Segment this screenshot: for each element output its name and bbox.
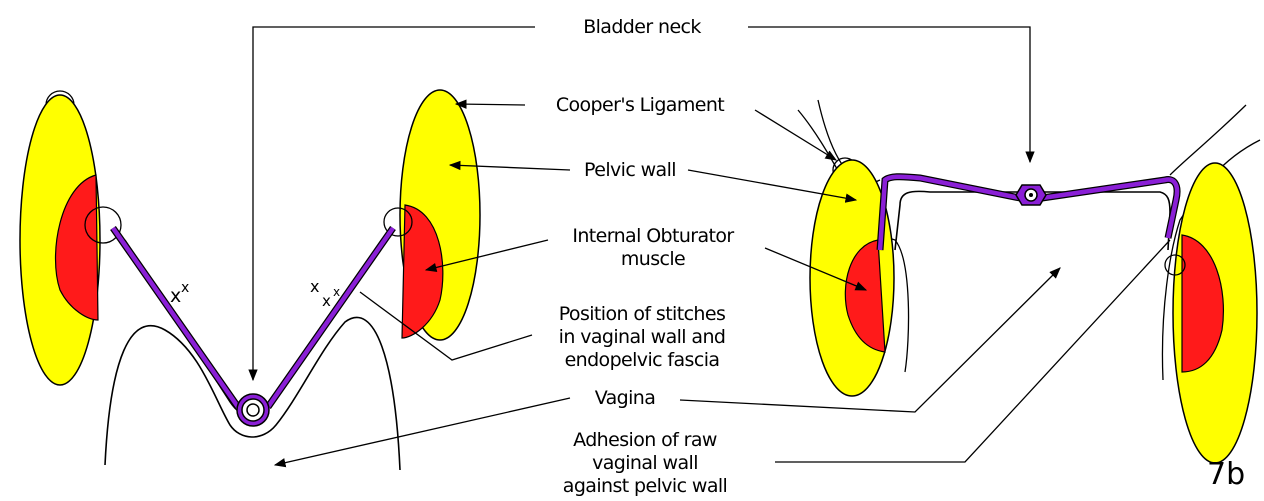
label-obturator-line2: muscle bbox=[621, 248, 685, 270]
label-stitches-line1: Position of stitches bbox=[559, 303, 726, 325]
label-coopers-ligament: Cooper's Ligament bbox=[556, 94, 724, 116]
leader-bladder-neck-right bbox=[748, 27, 1030, 162]
leader-bladder-neck-left bbox=[253, 27, 535, 380]
figure-id: 7b bbox=[1207, 457, 1245, 492]
left-vaginal-wall-inner bbox=[125, 240, 385, 416]
stitch-mark-3: x bbox=[310, 277, 319, 296]
stitch-mark-4: x bbox=[322, 292, 331, 310]
label-obturator-line1: Internal Obturator bbox=[572, 225, 734, 247]
right-bladder-neck-center bbox=[1029, 193, 1033, 197]
label-bladder-neck: Bladder neck bbox=[583, 16, 701, 38]
label-pelvic-wall: Pelvic wall bbox=[584, 159, 676, 181]
stitch-mark-2: x bbox=[181, 280, 189, 296]
leader-coopers-right bbox=[755, 110, 836, 160]
label-adhesion-line2: vaginal wall bbox=[592, 452, 698, 474]
left-bladder-neck-inner bbox=[247, 404, 259, 416]
label-adhesion-line1: Adhesion of raw bbox=[573, 429, 717, 451]
stitch-mark-5: x bbox=[333, 285, 340, 299]
label-stitches-line2: in vaginal wall and bbox=[559, 326, 726, 348]
leader-coopers-left bbox=[456, 104, 525, 105]
label-vagina: Vagina bbox=[595, 387, 656, 409]
label-stitches-line3: endopelvic fascia bbox=[565, 349, 720, 371]
left-figure: x x x x x bbox=[20, 90, 480, 470]
right-figure bbox=[798, 100, 1260, 463]
labels: Bladder neck Cooper's Ligament Pelvic wa… bbox=[556, 16, 1245, 497]
stitch-mark-1: x bbox=[170, 285, 181, 307]
label-adhesion-line3: against pelvic wall bbox=[563, 475, 727, 497]
leader-vagina-left bbox=[275, 398, 570, 465]
